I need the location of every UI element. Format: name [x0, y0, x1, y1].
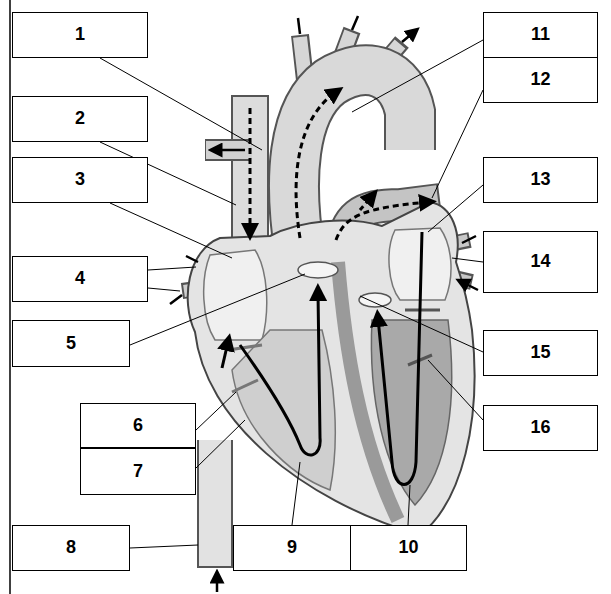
callout-box: 7 [80, 448, 196, 495]
callout-box: 5 [12, 320, 130, 367]
callout-number: 13 [530, 170, 550, 190]
callout-number: 3 [75, 170, 85, 190]
callout-box: 8 [12, 525, 130, 571]
callout-number: 7 [133, 462, 143, 482]
callout-box: 13 [483, 157, 598, 203]
callout-number: 10 [398, 538, 418, 558]
callout-box: 15 [483, 330, 598, 376]
callout-number: 2 [75, 109, 85, 129]
callout-box: 16 [483, 405, 598, 451]
callout-number: 9 [287, 538, 297, 558]
callout-box: 6 [80, 403, 196, 448]
callout-number: 11 [531, 25, 550, 45]
callout-box: 10 [350, 525, 467, 571]
callout-box: 9 [233, 525, 351, 571]
callout-box: 11 [483, 12, 598, 58]
callout-box: 4 [12, 256, 148, 302]
callout-box: 2 [12, 96, 148, 142]
callout-box: 12 [483, 57, 598, 103]
callout-number: 4 [75, 269, 85, 289]
callout-box: 3 [12, 157, 148, 203]
callout-number: 16 [530, 418, 550, 438]
callout-number: 6 [133, 416, 143, 436]
callout-box: 1 [12, 12, 148, 58]
callout-number: 5 [66, 334, 76, 354]
callout-number: 8 [66, 538, 76, 558]
callout-number: 12 [530, 70, 550, 90]
callout-number: 1 [75, 25, 85, 45]
callout-number: 14 [530, 252, 550, 272]
callout-number: 15 [530, 343, 550, 363]
callout-box: 14 [483, 231, 598, 293]
